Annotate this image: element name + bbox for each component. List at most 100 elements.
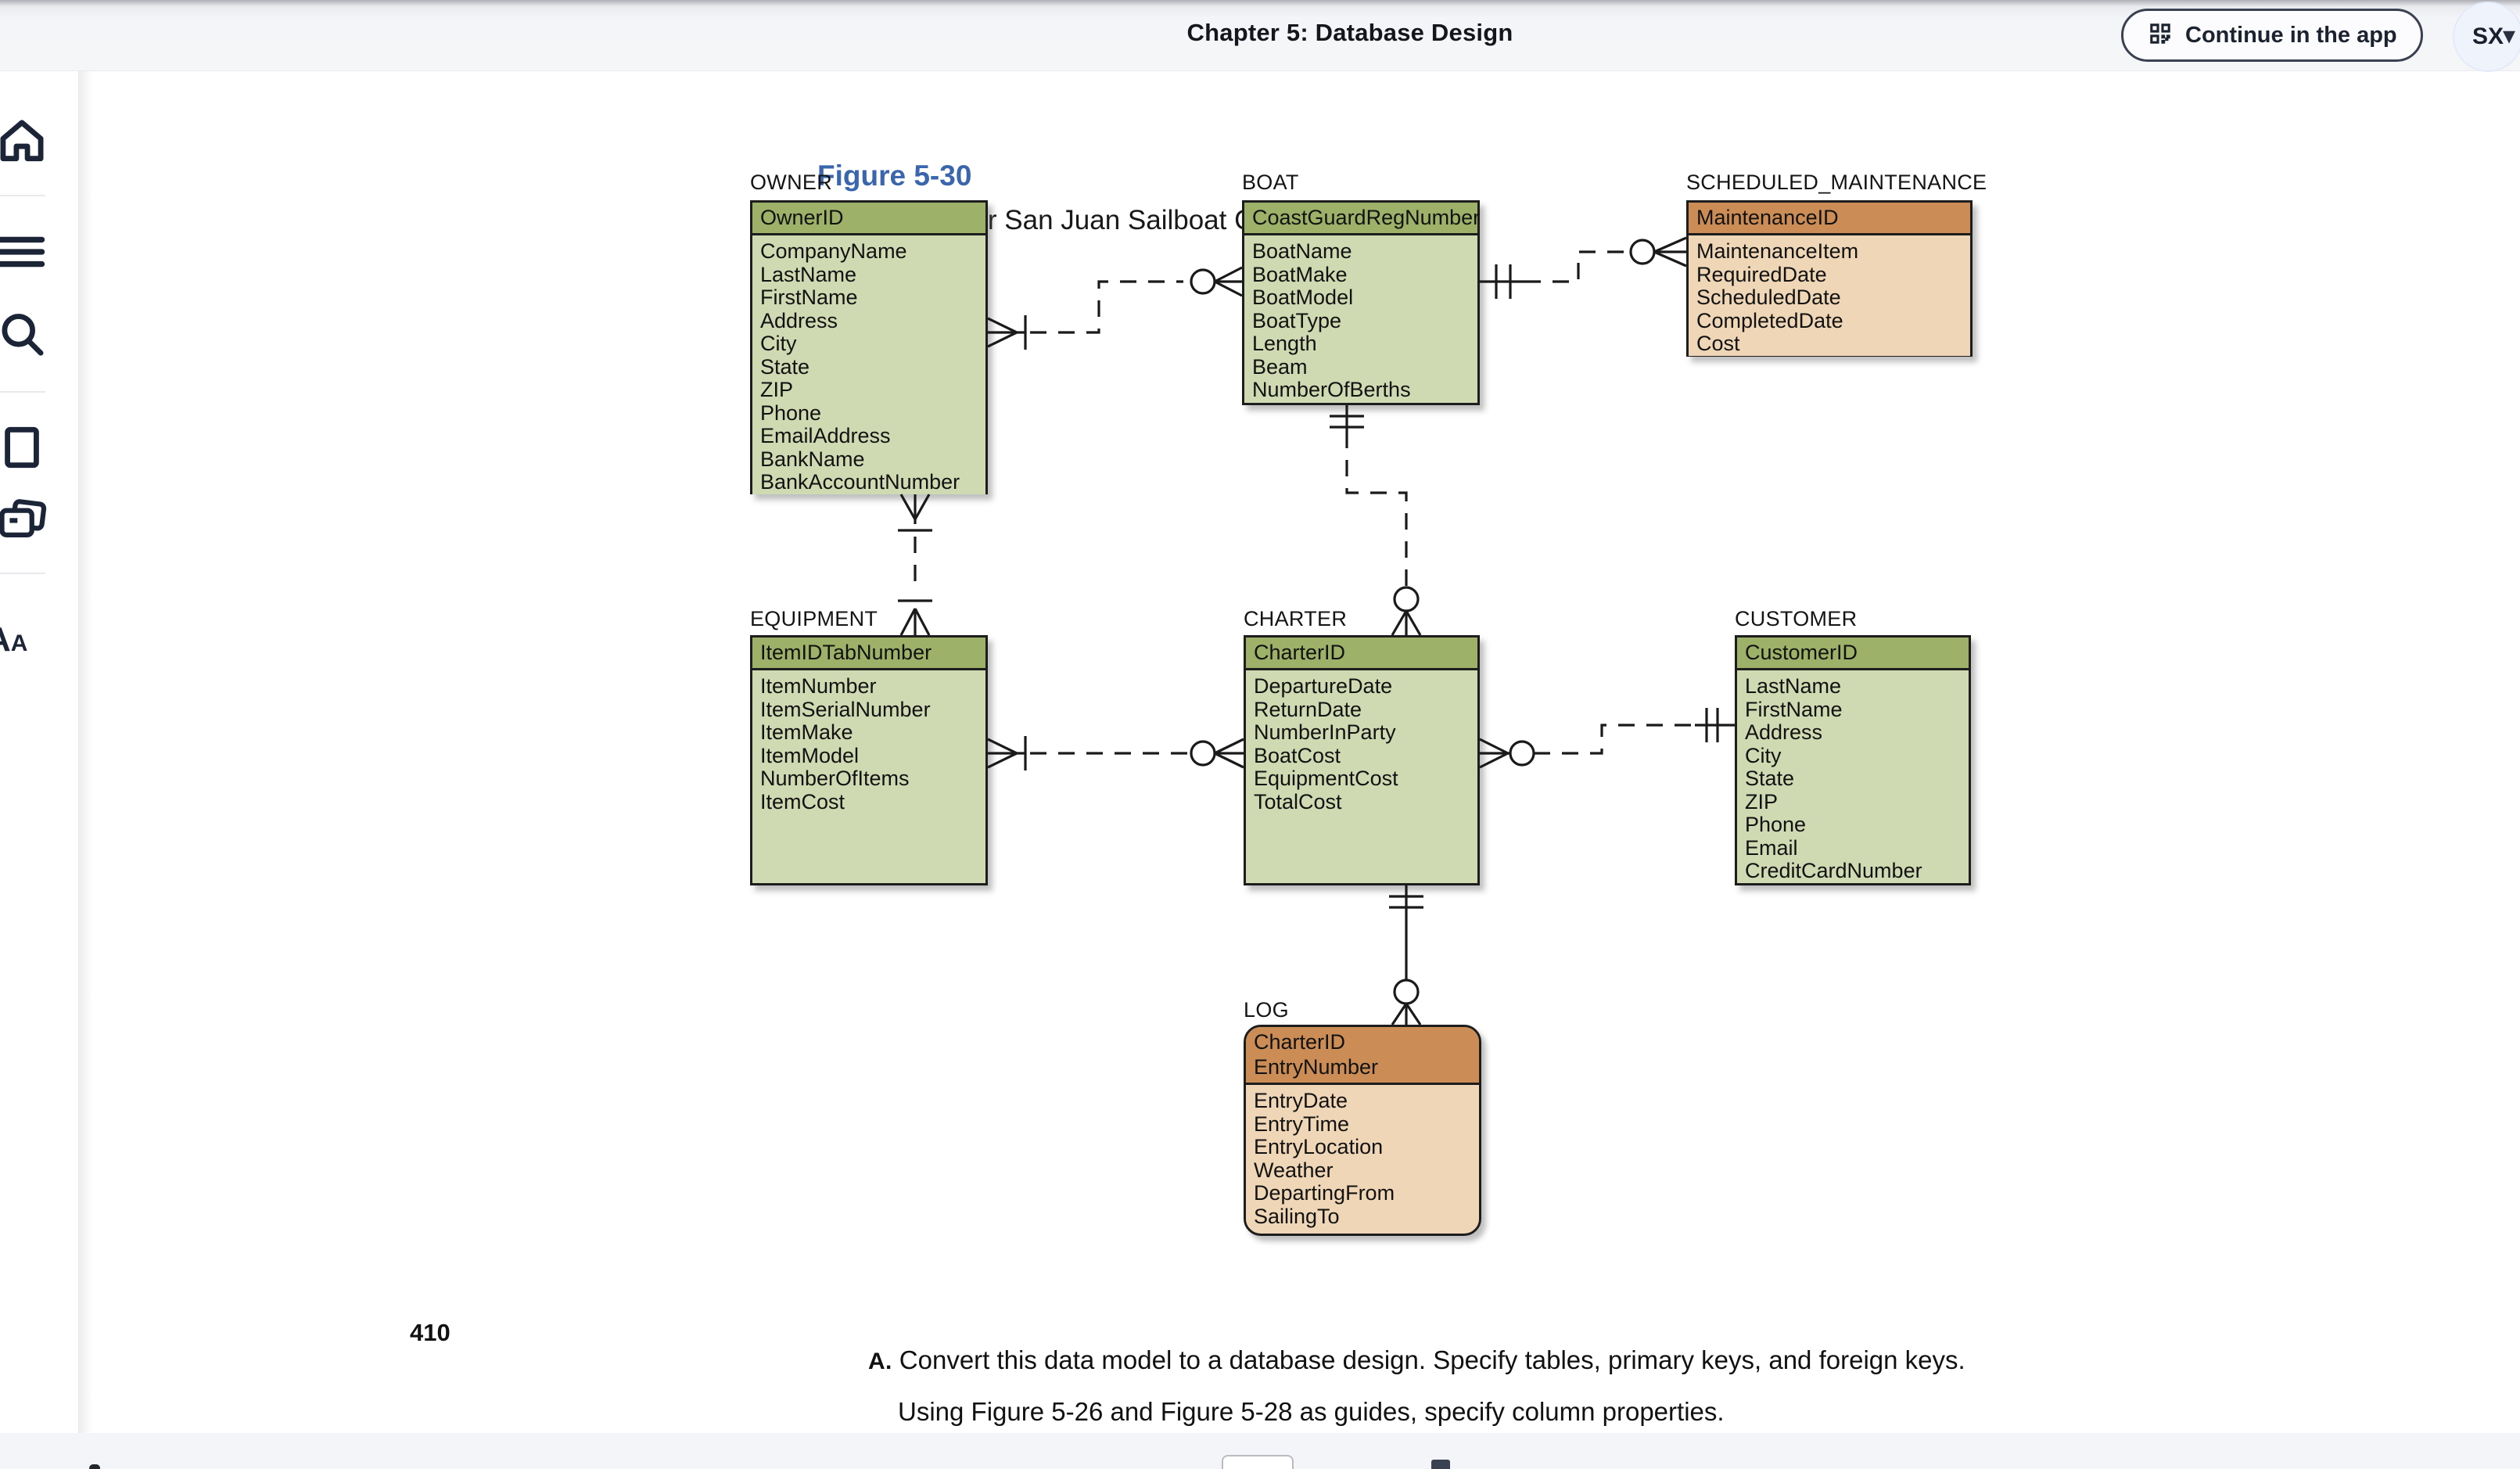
book-page-number: 410 (410, 1319, 451, 1346)
entity-attribute: OwnerID (760, 206, 844, 229)
entity-attribute: Phone (1745, 813, 1807, 836)
entity-attribute: Cost (1696, 332, 1740, 355)
entity-attribute: ItemIDTabNumber (760, 641, 932, 664)
entity-attribute: Length (1252, 332, 1317, 355)
entity-attribute: DepartingFrom (1254, 1181, 1395, 1205)
entity-attribute: NumberOfItems (760, 767, 910, 790)
entity-attribute: BoatType (1252, 308, 1342, 332)
rel-equipment-charter (987, 736, 1244, 770)
entity-attribute: CharterID (1254, 1030, 1346, 1054)
account-menu-caret-icon[interactable]: ▾ (2503, 21, 2516, 49)
footer-tool-icon[interactable] (1431, 1460, 1450, 1469)
entity-attribute: LastName (760, 262, 857, 286)
entity-attribute: BoatMake (1252, 262, 1348, 286)
account-avatar[interactable]: SX (2453, 2, 2520, 72)
entity-label-owner: OWNER (750, 171, 832, 194)
entity-attribute: CharterID (1254, 641, 1346, 664)
figure-number: Figure 5-30 (817, 160, 972, 192)
top-bar: Chapter 5: Database Design Continue in t… (0, 0, 2520, 72)
entity-label-charter: CHARTER (1244, 607, 1348, 630)
entity-attribute: Address (760, 308, 838, 332)
entity-attribute: Phone (760, 400, 822, 425)
text-size-icon[interactable]: AA (0, 623, 28, 657)
chapter-title: Chapter 5: Database Design (1186, 19, 1513, 46)
entity-attribute: EmailAddress (760, 424, 891, 447)
entity-equipment-pk: ItemIDTabNumber (752, 638, 985, 670)
exercise-item-label: A. (868, 1349, 892, 1374)
entity-boat-pk: CoastGuardRegNumber (1244, 203, 1481, 235)
entity-attribute: CompletedDate (1696, 308, 1843, 332)
entity-attribute: EntryLocation (1254, 1135, 1384, 1158)
sidebar-divider (0, 195, 45, 196)
entity-label-customer: CUSTOMER (1735, 607, 1858, 630)
entity-attribute: LastName (1745, 674, 1842, 698)
footer-bar (0, 1433, 2520, 1469)
page-navigation-input[interactable] (1222, 1455, 1294, 1469)
entity-attribute: ItemNumber (760, 674, 877, 698)
entity-attribute: Beam (1252, 354, 1308, 379)
book-page: Figure 5-30 Data Model for San Juan Sail… (79, 70, 2520, 1433)
entity-attribute: MaintenanceID (1696, 206, 1839, 229)
entity-attribute: NumberInParty (1254, 720, 1396, 744)
tools-sidebar: AA (0, 70, 79, 1433)
entity-attribute: CoastGuardRegNumber (1252, 206, 1481, 229)
entity-attribute: ItemMake (760, 720, 853, 744)
entity-attribute: ItemModel (760, 743, 860, 767)
continue-in-app-button[interactable]: Continue in the app (2121, 9, 2423, 62)
rel-owner-boat (987, 266, 1243, 350)
entity-label-boat: BOAT (1242, 171, 1299, 194)
entity-attribute: FirstName (1745, 697, 1843, 721)
entity-attribute: ItemCost (760, 789, 845, 814)
entity-scheduled-maintenance-pk: MaintenanceID (1689, 203, 1970, 235)
entity-attribute: ItemSerialNumber (760, 697, 931, 721)
entity-attribute: CustomerID (1745, 641, 1858, 664)
rel-boat-maintenance (1480, 236, 1687, 299)
entity-label-log: LOG (1244, 998, 1289, 1022)
entity-attribute: ReturnDate (1254, 697, 1362, 721)
entity-attribute: BoatCost (1254, 743, 1341, 767)
entity-attribute: BankName (760, 447, 865, 471)
flashcards-icon[interactable] (0, 493, 48, 546)
entity-attribute: Weather (1254, 1158, 1334, 1182)
entity-attribute: ZIP (1745, 789, 1779, 814)
entity-attribute: Email (1745, 835, 1798, 860)
sidebar-divider (0, 573, 45, 574)
entity-customer-pk: CustomerID (1737, 638, 1969, 670)
entity-attribute: EntryTime (1254, 1112, 1350, 1136)
entity-attribute: FirstName (760, 286, 858, 309)
entity-attribute: State (1745, 767, 1795, 790)
entity-attribute: CompanyName (760, 239, 907, 263)
home-icon[interactable] (0, 114, 48, 167)
page-icon[interactable] (0, 421, 48, 474)
entity-attribute: State (760, 354, 810, 379)
rel-charter-customer (1479, 708, 1735, 769)
exercise-item-a-continued: Using Figure 5-26 and Figure 5-28 as gui… (898, 1397, 1725, 1426)
entity-attribute: EquipmentCost (1254, 767, 1398, 790)
table-of-contents-icon[interactable] (0, 225, 48, 278)
entity-charter-pk: CharterID (1246, 638, 1477, 670)
entity-attribute: BoatModel (1252, 286, 1354, 309)
entity-attribute: BankAccountNumber (760, 470, 960, 494)
entity-attribute: SailingTo (1254, 1204, 1340, 1228)
search-icon[interactable] (0, 308, 48, 361)
continue-button-label: Continue in the app (2185, 22, 2397, 48)
entity-attribute: ZIP (760, 378, 794, 401)
entity-label-equipment: EQUIPMENT (750, 607, 878, 630)
entity-attribute: DepartureDate (1254, 674, 1393, 698)
entity-attribute: City (1745, 743, 1782, 767)
entity-owner-pk: OwnerID (752, 203, 985, 235)
entity-attribute: Address (1745, 720, 1823, 744)
entity-attribute: CreditCardNumber (1745, 859, 1922, 882)
